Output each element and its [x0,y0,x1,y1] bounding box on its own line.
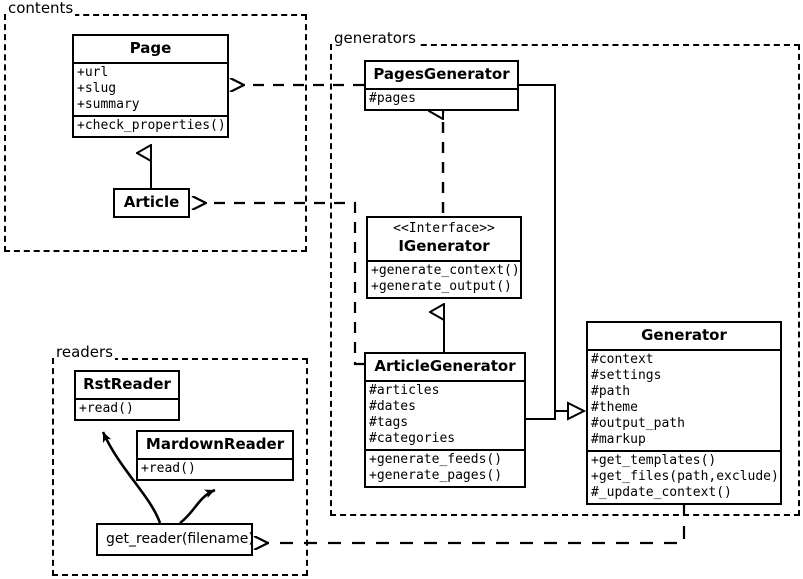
class-box-pages-generator[interactable]: PagesGenerator #pages [364,60,519,111]
attribute: +summary [77,97,140,112]
class-box-page[interactable]: Page +url +slug +summary +check_properti… [72,34,229,138]
class-stereotype-igenerator: <<Interface>> [393,221,495,236]
operation: #_update_context() [591,485,732,500]
attribute: #context [591,352,654,367]
class-operations-igenerator: +generate_context() +generate_output() [368,260,520,297]
class-operations-generator: +get_templates() +get_files(path,exclude… [588,450,780,503]
operation: +generate_pages() [369,468,503,483]
attribute: #tags [369,415,409,430]
attribute: #output_path [591,416,685,431]
class-box-mardown-reader[interactable]: MardownReader +read() [136,430,294,481]
function-box-get-reader[interactable]: get_reader(filename) [96,523,254,556]
class-operations-mardown-reader: +read() [138,458,292,479]
operation: +generate_feeds() [369,452,503,467]
class-operations-rst-reader: +read() [76,398,178,419]
class-operations-article-generator: +generate_feeds() +generate_pages() [366,449,524,486]
class-name-generator: Generator [641,326,727,344]
class-name-article-generator: ArticleGenerator [374,357,516,375]
operation: +read() [141,461,196,476]
operation: +check_properties() [77,118,226,133]
attribute: #categories [369,431,456,446]
attribute: +url [77,65,109,80]
class-attributes-page: +url +slug +summary [74,62,227,115]
operation: +get_templates() [591,453,717,468]
attribute: +slug [77,81,117,96]
class-name-pages-generator: PagesGenerator [373,65,510,83]
attribute: #pages [369,91,416,106]
package-contents [4,14,307,252]
class-box-igenerator[interactable]: <<Interface>> IGenerator +generate_conte… [366,216,522,299]
operation: +get_files(path,exclude) [591,469,779,484]
class-box-article-generator[interactable]: ArticleGenerator #articles #dates #tags … [364,352,526,488]
attribute: #markup [591,432,646,447]
class-name-mardown-reader: MardownReader [145,435,285,453]
class-name-igenerator: IGenerator [398,237,490,255]
class-attributes-article-generator: #articles #dates #tags #categories [366,380,524,449]
attribute: #articles [369,383,440,398]
class-box-generator[interactable]: Generator #context #settings #path #them… [586,321,782,505]
function-name-get-reader: get_reader(filename) [106,531,254,547]
attribute: #theme [591,400,638,415]
class-name-page: Page [129,39,172,57]
class-attributes-generator: #context #settings #path #theme #output_… [588,349,780,450]
class-name-rst-reader: RstReader [83,375,171,393]
package-readers-label: readers [54,343,115,361]
attribute: #dates [369,399,416,414]
class-box-article[interactable]: Article [113,188,190,218]
class-operations-page: +check_properties() [74,115,227,136]
operation: +generate_output() [371,279,512,294]
operation: +generate_context() [371,263,520,278]
package-contents-border [4,14,307,252]
class-attributes-pages-generator: #pages [366,88,517,109]
package-readers-border [52,358,308,576]
attribute: #settings [591,368,662,383]
package-contents-label: contents [6,0,76,17]
attribute: #path [591,384,631,399]
class-name-article: Article [123,193,180,211]
package-readers [52,358,308,576]
class-box-rst-reader[interactable]: RstReader +read() [74,370,180,421]
operation: +read() [79,401,134,416]
package-generators-label: generators [332,29,418,47]
